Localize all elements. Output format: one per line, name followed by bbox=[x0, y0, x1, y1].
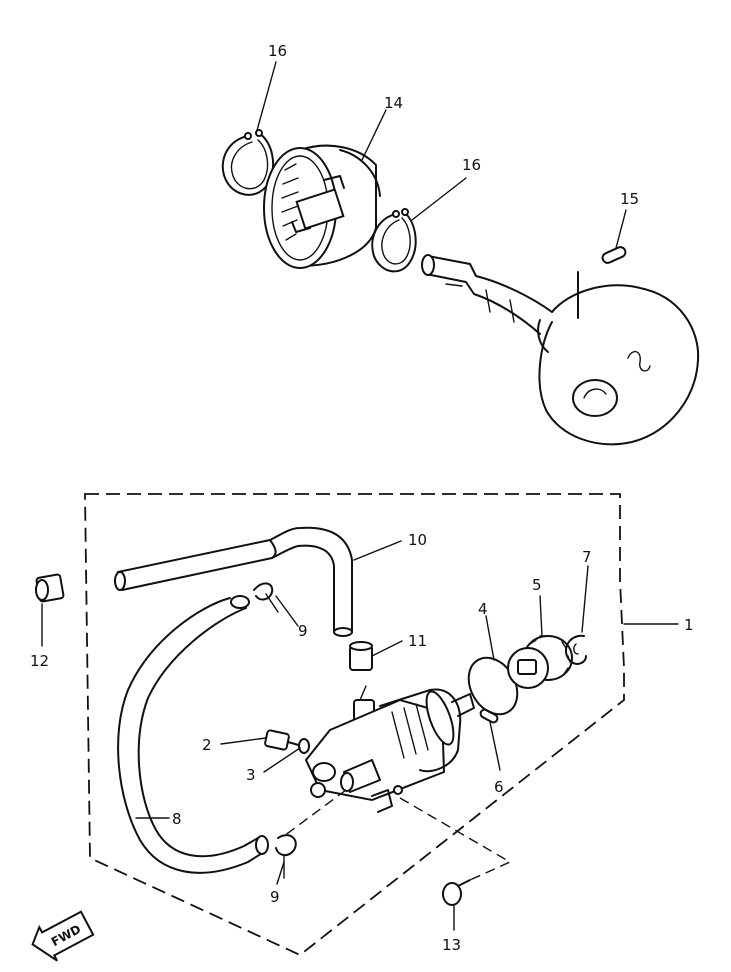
callout-16-right: 16 bbox=[462, 156, 481, 174]
part-8-hose bbox=[117, 595, 269, 874]
part-12-clamp bbox=[35, 573, 65, 603]
part-5-gear bbox=[507, 635, 573, 689]
assembly-1-boundary bbox=[84, 493, 625, 957]
part-13-screw bbox=[442, 879, 471, 906]
callout-labels: 16 14 16 15 10 12 9 11 4 5 7 1 2 3 6 8 9… bbox=[30, 42, 694, 954]
callout-12: 12 bbox=[30, 652, 49, 670]
part-10-hose bbox=[114, 526, 353, 637]
part-14-pulley bbox=[263, 144, 381, 269]
callout-1: 1 bbox=[684, 616, 694, 634]
part-15-key bbox=[601, 246, 627, 264]
callout-6: 6 bbox=[494, 778, 504, 796]
part-7-clip bbox=[565, 634, 587, 665]
callout-9-upper: 9 bbox=[298, 622, 308, 640]
callout-15: 15 bbox=[620, 190, 639, 208]
part-16-circlip-left bbox=[221, 129, 275, 196]
callout-13: 13 bbox=[442, 936, 461, 954]
part-2-bolt bbox=[264, 729, 303, 751]
part-9-clip-lower bbox=[275, 834, 297, 879]
callout-8: 8 bbox=[172, 810, 182, 828]
callout-2: 2 bbox=[202, 736, 212, 754]
callout-5: 5 bbox=[532, 576, 542, 594]
leader-lines bbox=[41, 61, 679, 931]
callout-3: 3 bbox=[246, 766, 256, 784]
callout-7: 7 bbox=[582, 548, 592, 566]
part-9-clip-upper bbox=[253, 582, 279, 613]
callout-14: 14 bbox=[384, 94, 403, 112]
callout-4: 4 bbox=[478, 600, 488, 618]
callout-10: 10 bbox=[408, 531, 427, 549]
part-11-sleeve bbox=[349, 641, 373, 671]
oil-pump-body bbox=[304, 685, 475, 813]
part-16-circlip-right bbox=[371, 208, 417, 273]
callout-16-left: 16 bbox=[268, 42, 287, 60]
callout-11: 11 bbox=[408, 632, 427, 650]
fwd-direction-arrow: FWD bbox=[31, 910, 95, 962]
callout-9-lower: 9 bbox=[270, 888, 280, 906]
part-3-washer bbox=[298, 738, 310, 754]
crankshaft-assembly bbox=[421, 254, 700, 446]
